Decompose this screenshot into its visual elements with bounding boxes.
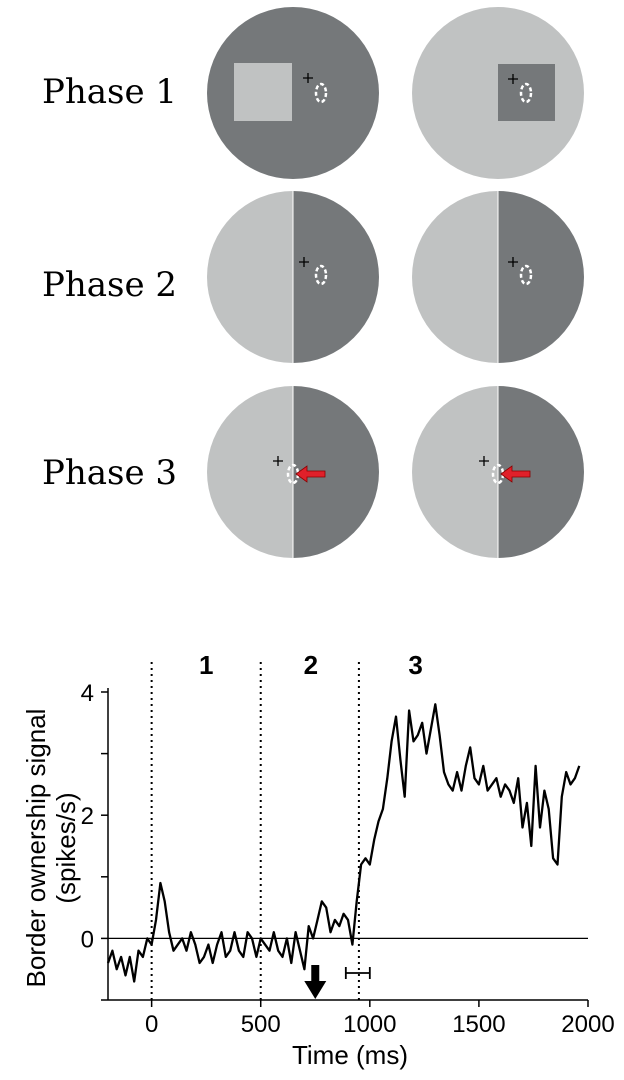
y-tick-label: 4 <box>81 680 94 707</box>
fixation-cross-icon <box>479 456 489 466</box>
phase-1-label: Phase 1 <box>42 72 178 112</box>
dark-square <box>498 64 555 121</box>
phase-number-label: 2 <box>304 650 318 680</box>
red-arrow-icon <box>500 465 531 483</box>
receptive-field-icon <box>519 82 533 104</box>
chart-annotations <box>304 965 371 999</box>
phase-number-label: 3 <box>408 650 422 680</box>
x-tick-label: 2000 <box>561 1011 614 1038</box>
phase-2-label: Phase 2 <box>42 265 178 305</box>
stimulus-diagrams <box>207 7 584 558</box>
fixation-cross-icon <box>508 257 518 267</box>
x-axis-label: Time (ms) <box>291 1040 408 1070</box>
x-tick-label: 1000 <box>343 1011 396 1038</box>
fixation-cross-icon <box>303 73 313 83</box>
signal-trace <box>106 703 581 983</box>
chart-ticks: 0 500 1000 1500 2000 0 2 4 <box>81 680 615 1038</box>
fixation-cross-icon <box>508 74 518 84</box>
x-tick-label: 0 <box>145 1011 158 1038</box>
x-tick-label: 1500 <box>452 1011 505 1038</box>
chart-series <box>106 703 581 983</box>
receptive-field-icon <box>519 264 533 286</box>
down-arrow-icon <box>304 965 327 999</box>
y-axis-label-line-1: Border ownership signal <box>21 708 51 988</box>
light-square <box>234 63 292 121</box>
fixation-cross-icon <box>299 257 309 267</box>
phase-markers: 1 2 3 <box>150 650 423 1000</box>
fixation-cross-icon <box>273 456 283 466</box>
chart-axes <box>107 688 588 1001</box>
phase-1-right-stimulus <box>412 7 584 179</box>
phase-3-label: Phase 3 <box>42 453 178 493</box>
y-tick-label: 2 <box>81 803 94 830</box>
y-axis-label-line-2: (spikes/s) <box>50 792 81 904</box>
receptive-field-icon <box>314 264 328 286</box>
red-arrow-icon <box>295 465 326 483</box>
phase-1-left-stimulus <box>207 7 379 179</box>
y-axis-label: Border ownership signal (spikes/s) <box>21 688 82 1008</box>
phase-number-label: 1 <box>199 650 213 680</box>
receptive-field-icon <box>314 82 328 104</box>
y-tick-label: 0 <box>81 926 94 953</box>
x-tick-label: 500 <box>241 1011 281 1038</box>
